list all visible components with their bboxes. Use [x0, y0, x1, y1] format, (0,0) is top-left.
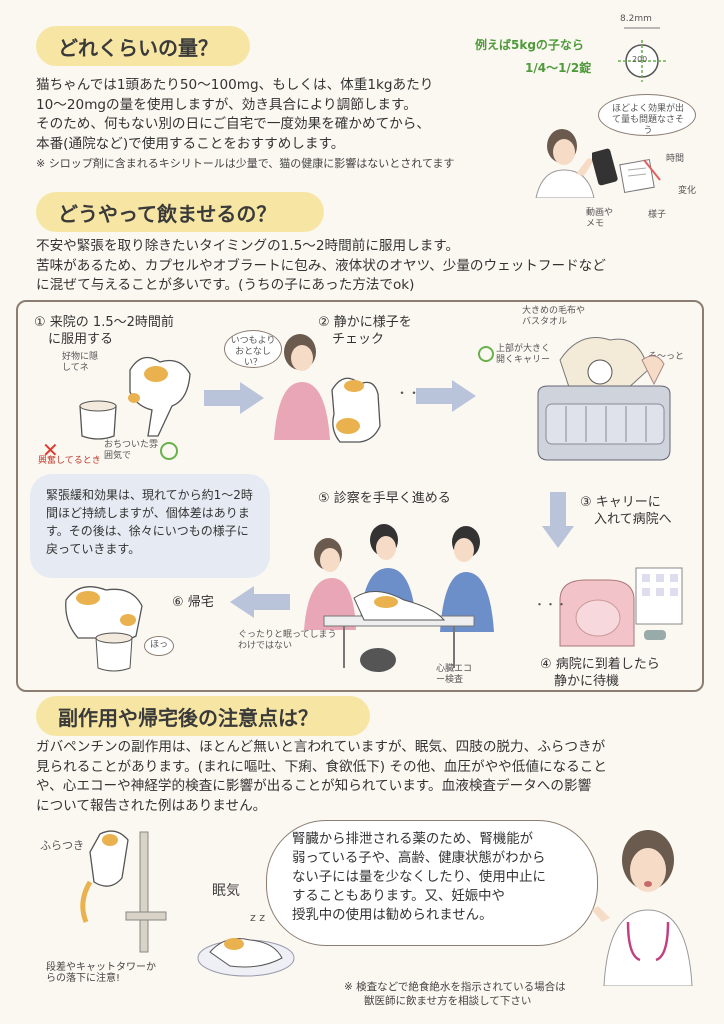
cat-home-illustration	[65, 586, 143, 672]
section-title-how: どうやって飲ませるの？	[36, 192, 324, 232]
dosage-paragraph: 猫ちゃんでは1頭あたり50〜100mg、もしくは、体重1kgあたり 10〜20m…	[36, 77, 455, 170]
owner-thought-bubble	[224, 330, 282, 368]
hotto-text: ほっ	[150, 640, 169, 650]
pill-mark-label: 200	[632, 55, 648, 64]
carrier-note: 上部が大きく開くキャリー	[496, 344, 551, 365]
exam-table-illustration	[304, 524, 494, 672]
step-2-label: ② 静かに様子を チェック	[318, 315, 412, 347]
zz-text: z z	[250, 911, 266, 924]
step-5-label: ⑤ 診察を手早く進める	[318, 491, 451, 506]
step-3-label: ③ キャリーに 入れて病院へ	[580, 495, 672, 527]
pill-diagram	[618, 27, 666, 82]
ok-circle-icon	[160, 442, 178, 460]
memo-video: 動画やメモ	[586, 208, 614, 229]
memo-state: 様子	[648, 210, 667, 220]
phone-notepad-icon	[592, 148, 661, 193]
echo-note: 心臓エコー検査	[436, 664, 473, 685]
section-title-dosage: どれくらいの量？	[36, 26, 250, 66]
how-paragraph: 不安や緊張を取り除きたいタイミングの1.5〜2時間前に服用します。 苦味があるた…	[36, 238, 606, 293]
hotto-bubble	[144, 636, 174, 656]
doctor-thought-bubble	[598, 94, 696, 136]
steps-frame	[16, 300, 704, 692]
favorite-note: 好物に隠してネ	[62, 352, 99, 373]
duration-note-box	[30, 474, 270, 578]
doctor-thought-text: ほどよく効果が出て量も問題なさそう	[611, 104, 684, 136]
side-effects-paragraph: ガバペンチンの副作用は、ほとんど無いと言われていますが、眠気、四肢の脱力、ふらつ…	[36, 739, 607, 814]
wobbly-cat-tower-illustration	[80, 830, 167, 953]
doctor-speech-bubble	[266, 820, 598, 946]
duration-note-text: 緊張緩和効果は、現れてから約1〜2時間ほど持続しますが、個体差はあります。その後…	[46, 488, 253, 556]
arrow-left-1	[230, 586, 290, 618]
cat-eating-illustration	[79, 356, 191, 440]
ok-circle-icon-2	[478, 346, 494, 362]
ellipsis-bubble-2: ・・・	[534, 598, 567, 611]
cat-carrier-illustration	[537, 337, 671, 461]
doctor-speech-text: 腎臓から排泄される薬のため、腎機能が 弱っている子や、高齢、健康状態がわから な…	[292, 832, 546, 923]
sleepy-label: 眠気	[212, 883, 240, 899]
memo-time: 時間	[666, 154, 685, 164]
calm-label: おちついた雰囲気で	[104, 440, 159, 461]
arrow-right-2	[416, 380, 476, 412]
carrier-waiting-illustration	[559, 567, 683, 647]
step-4-label: ④ 病院に到着したら 静かに待機	[540, 657, 660, 689]
memo-change: 変化	[678, 186, 697, 196]
arrow-down-1	[542, 492, 574, 548]
handwriting-example: 例えば5kgの子なら 1/4〜1/2錠	[475, 38, 592, 75]
footnote: ※ 検査などで絶食絶水を指示されている場合は 獣医師に飲ませ方を相談して下さい	[344, 981, 566, 1007]
owner-watching-cat-illustration	[274, 334, 381, 443]
sleeping-cat-illustration	[197, 938, 295, 977]
section-title-side-effects: 副作用や帰宅後の注意点は？	[36, 696, 370, 736]
step-1-label: ① 来院の 1.5〜2時間前 に服用する	[34, 315, 174, 347]
fall-warning: 段差やキャットタワーからの落下に注意!	[46, 962, 156, 984]
pill-size-label: 8.2mm	[620, 14, 652, 24]
sotto-note: そ〜っと	[648, 352, 685, 362]
blanket-note: 大きめの毛布やバスタオル	[522, 306, 586, 327]
cross-mark-icon: ✕	[42, 438, 59, 462]
step-6-label: ⑥ 帰宅	[172, 595, 214, 610]
doctor-thinking-illustration	[535, 129, 595, 198]
owner-thought-text: いつもよりおとなしい？	[230, 336, 276, 368]
doctor-illustration	[592, 830, 693, 986]
wobbly-label: ふらつき	[40, 839, 84, 852]
not-sleeping-note: ぐったりと眠ってしまうわけではない	[238, 630, 337, 651]
excited-label: 興奮してるとき	[38, 456, 101, 466]
arrow-right-1	[204, 382, 264, 414]
